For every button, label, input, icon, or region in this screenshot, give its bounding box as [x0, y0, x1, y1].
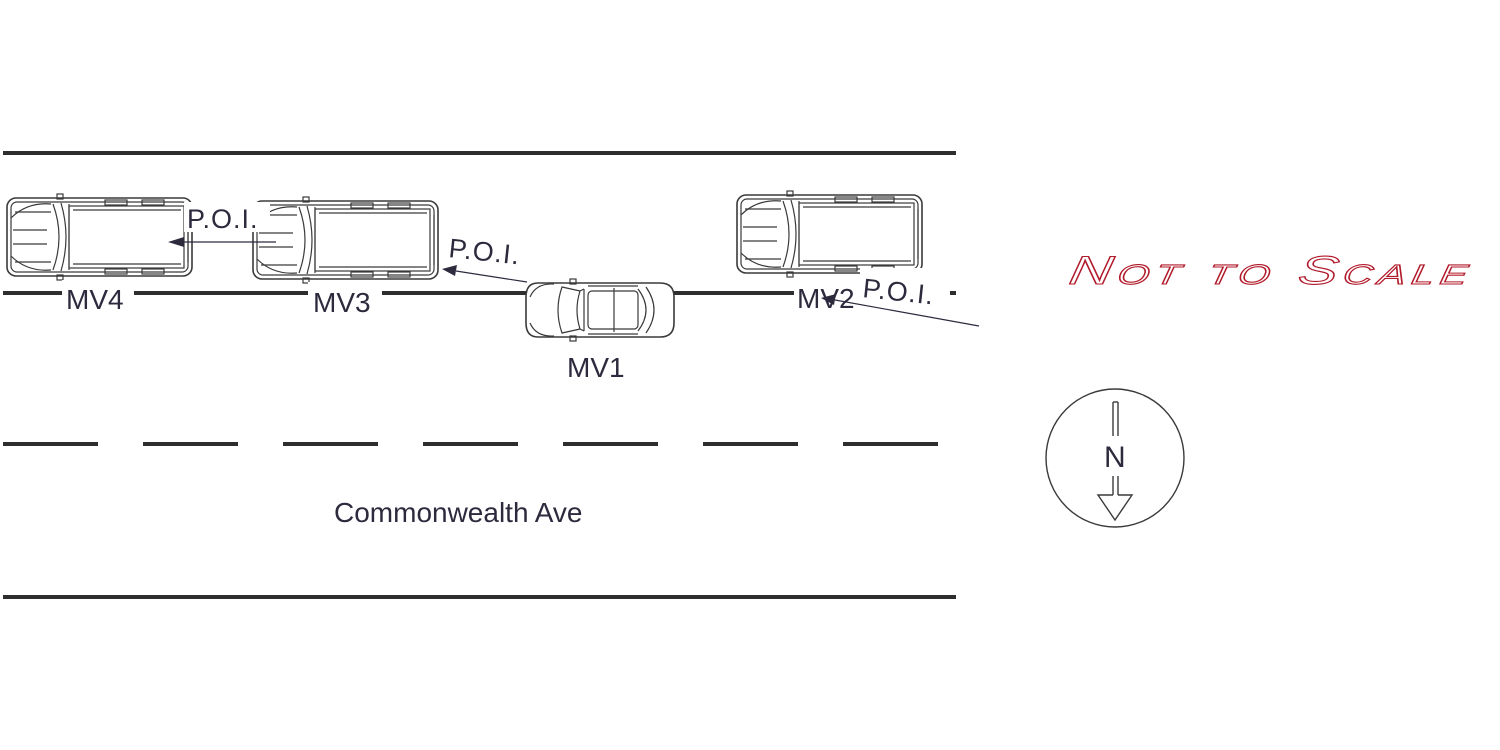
street-name: Commonwealth Ave [334, 497, 583, 528]
poi-label-mv2: P.O.I. [861, 273, 935, 310]
vehicle-mv3 [252, 196, 439, 284]
poi-arrow-mv3-head [442, 265, 457, 276]
vehicle-mv2 [736, 190, 923, 278]
scale-note: Not to Scale [1066, 248, 1478, 293]
vehicle-mv4 [6, 193, 193, 281]
mv4-label: MV4 [66, 284, 124, 315]
poi-label-mv4: P.O.I. [187, 204, 259, 234]
mv1-label: MV1 [567, 352, 625, 383]
poi-arrow-mv4-head [168, 237, 184, 247]
mv3-label: MV3 [313, 287, 371, 318]
poi-arrow-mv3 [455, 270, 528, 283]
vehicle-mv1 [525, 278, 675, 342]
north-label: N [1104, 441, 1126, 474]
north-arrow-icon: N [1045, 388, 1185, 528]
poi-label-mv3: P.O.I. [447, 233, 521, 270]
poi-arrow-mv2-head [821, 294, 836, 305]
poi-arrow-mv2 [834, 299, 980, 327]
